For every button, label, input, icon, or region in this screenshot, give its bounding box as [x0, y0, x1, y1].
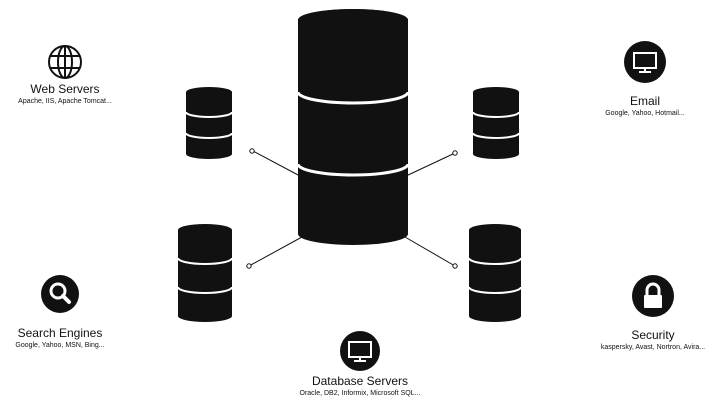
node-search-engines: Search Engines Google, Yahoo, MSN, Bing.…	[0, 274, 120, 350]
node-title: Web Servers	[30, 82, 100, 96]
connector-end-bottom-left	[246, 263, 252, 269]
central-database-stack-icon	[296, 9, 410, 245]
node-subtitle: Oracle, DB2, Informix, Microsoft SQL...	[299, 390, 421, 397]
central-stack-band-2	[296, 163, 410, 177]
stack-band	[472, 132, 520, 139]
connector-line-bottom-left	[248, 236, 303, 267]
satellite-database-stack-icon-bottom-left	[177, 224, 233, 322]
node-subtitle: Google, Yahoo, MSN, Bing...	[15, 342, 105, 349]
satellite-database-stack-icon-bottom-right	[468, 224, 522, 322]
node-title: Email	[629, 94, 660, 108]
node-title: Search Engines	[17, 326, 103, 340]
magnifier-icon	[41, 275, 79, 313]
monitor-icon	[340, 331, 380, 371]
node-database-servers: Database Servers Oracle, DB2, Informix, …	[270, 330, 450, 398]
stack-band	[177, 257, 233, 265]
node-web-servers: Web Servers Apache, IIS, Apache Tomcat..…	[0, 44, 130, 106]
stack-band	[468, 257, 522, 265]
connector-line-bottom-right	[404, 236, 456, 267]
globe-icon	[48, 45, 82, 79]
connector-end-bottom-right	[452, 263, 458, 269]
central-stack-band-1	[296, 91, 410, 105]
connector-line-top-left	[252, 150, 301, 177]
node-subtitle: Apache, IIS, Apache Tomcat...	[18, 98, 112, 105]
connector-end-top-left	[249, 148, 255, 154]
stack-band	[177, 286, 233, 294]
stack-body	[473, 87, 519, 159]
connector-line-top-right	[405, 152, 456, 177]
stack-band	[468, 286, 522, 294]
stack-body	[178, 224, 232, 322]
connector-end-top-right	[452, 150, 458, 156]
node-email: Email Google, Yahoo, Hotmail...	[580, 40, 710, 118]
node-title: Security	[631, 328, 675, 342]
central-stack-body	[298, 9, 408, 245]
node-security: Security kaspersky, Avast, Nortron, Avir…	[584, 274, 721, 352]
node-subtitle: kaspersky, Avast, Nortron, Avira...	[600, 344, 706, 351]
satellite-database-stack-icon-top-left	[185, 87, 233, 159]
monitor-icon	[624, 41, 666, 83]
central-stack-top	[298, 9, 408, 31]
node-title: Database Servers	[311, 374, 409, 388]
stack-body	[186, 87, 232, 159]
stack-body	[469, 224, 521, 322]
padlock-icon	[632, 275, 674, 317]
stack-band	[472, 111, 520, 118]
node-subtitle: Google, Yahoo, Hotmail...	[605, 110, 685, 117]
connectors	[246, 148, 458, 269]
satellite-database-stack-icon-top-right	[472, 87, 520, 159]
stack-band	[185, 132, 233, 139]
stack-band	[185, 111, 233, 118]
